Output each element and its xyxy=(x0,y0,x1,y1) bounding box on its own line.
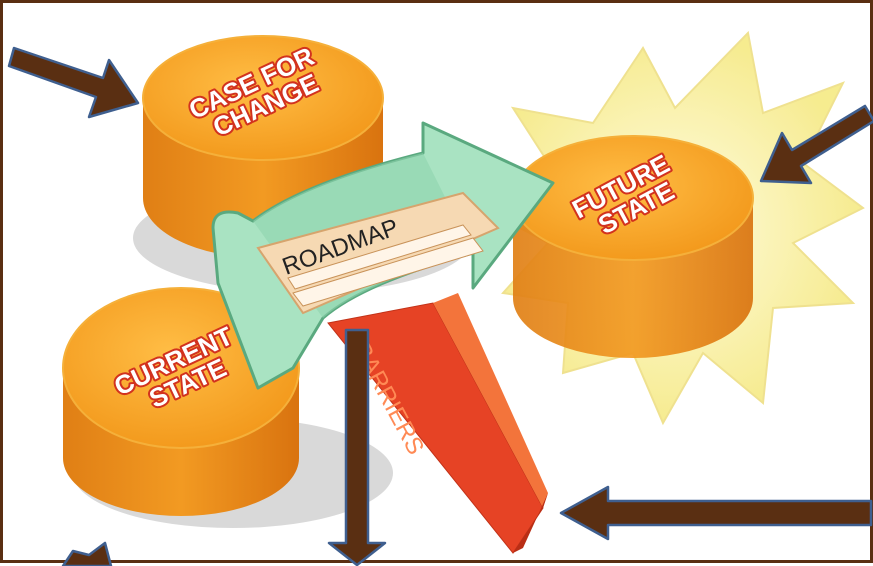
current-state-cylinder: CURRENT STATE xyxy=(62,287,300,516)
pointer-arrow-down xyxy=(327,328,387,566)
change-roadmap-diagram: BARRIERS CASE FOR CHANGE FUTURE STATE CU… xyxy=(7,30,873,566)
pointer-arrow-top-right xyxy=(759,104,873,185)
pointer-arrow-top-left xyxy=(7,46,140,119)
pointer-arrow-bottom-left xyxy=(61,541,113,566)
pointer-arrow-right xyxy=(559,485,873,541)
roadmap-arrow: ROADMAP xyxy=(211,121,555,390)
future-state-cylinder: FUTURE STATE xyxy=(512,135,754,358)
